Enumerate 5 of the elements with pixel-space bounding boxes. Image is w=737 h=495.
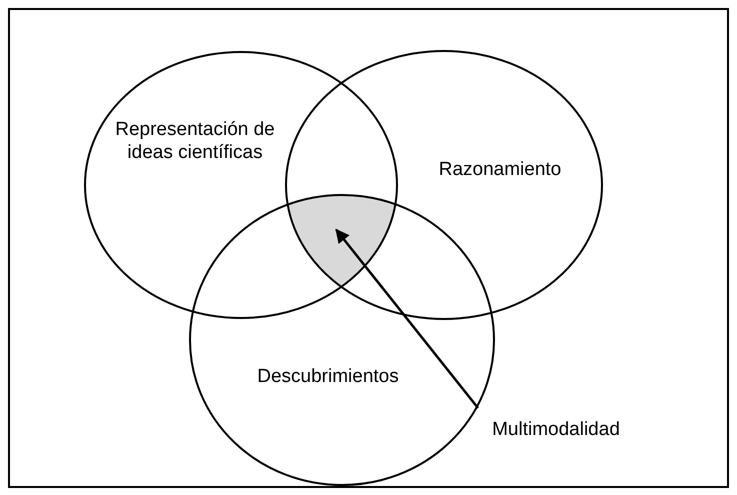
set-label: Multimodalidad <box>491 418 621 441</box>
set-label: Descubrimientos <box>256 365 400 388</box>
set-label: Representación de ideas científicas <box>114 118 276 164</box>
leader-arrow <box>335 228 479 409</box>
set-label: Razonamiento <box>438 158 562 181</box>
